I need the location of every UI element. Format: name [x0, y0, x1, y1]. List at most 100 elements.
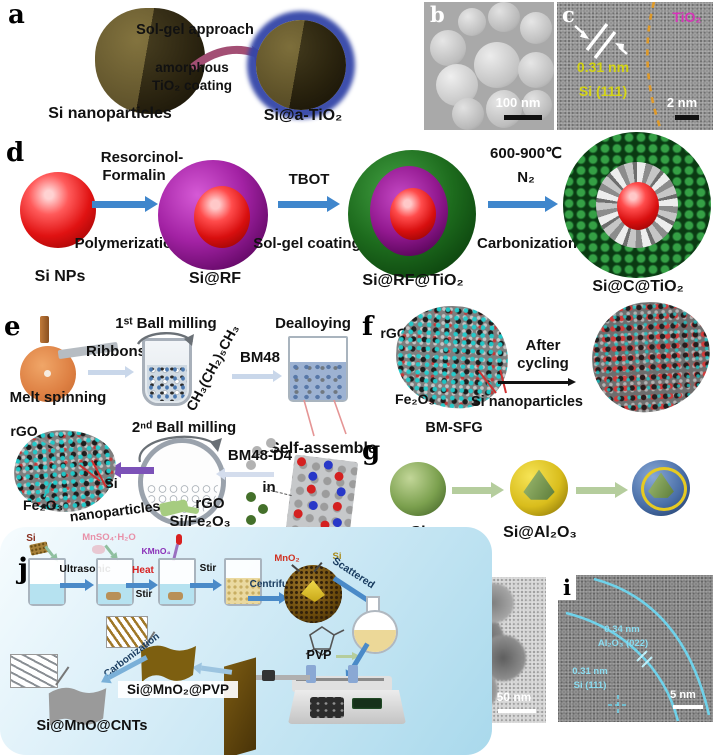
- panel-b-sem-image: b 100 nm: [424, 2, 554, 130]
- panel-c-scale-text: 2 nm: [666, 95, 698, 110]
- arrow-polymerization: [92, 196, 158, 212]
- cnt-fiber-inset: [10, 654, 58, 688]
- blue-particle: [336, 486, 347, 497]
- si-mno-cnts-sheet: [48, 687, 107, 726]
- si-mno-cnts-label: Si@MnO@CNTs: [36, 718, 148, 734]
- wheel-hub: [44, 370, 51, 377]
- plane1-text: Al₂O₃ (022): [597, 638, 649, 649]
- mill-contents: [147, 365, 187, 401]
- sem-sphere: [452, 98, 484, 130]
- panel-a-reactant-label: Si nanoparticles: [48, 105, 172, 122]
- spacing2-text: 0.31 nm: [572, 666, 608, 677]
- ball-mill-jar: [142, 338, 192, 406]
- sem-sphere: [518, 52, 554, 88]
- panel-c-tem-image: c 0.31 nm Si (111) TiO₂ 2 nm: [557, 2, 713, 130]
- green-particle: [246, 492, 256, 502]
- panel-b-label: b: [430, 2, 445, 27]
- stir-label-a: Stir: [135, 589, 153, 600]
- self-assemble-label: Self-assemble: [269, 440, 377, 457]
- panel-c-coating-text: TiO₂: [672, 9, 702, 25]
- si-rf-sphere: [158, 160, 268, 270]
- si-mno2-pvp-label: Si@MnO₂@PVP: [118, 681, 238, 699]
- rgo-flake-label: rGO: [195, 495, 225, 512]
- panel-d-step3-line1: 600-900℃: [490, 145, 562, 162]
- j-si-core-label: Si: [332, 551, 342, 562]
- panel-a-label: a: [8, 0, 25, 30]
- pvp-fiber-inset: [106, 616, 148, 648]
- panel-d-step3-line2: N₂: [517, 169, 535, 186]
- si-core: [194, 186, 250, 248]
- arrow-ultrasonic: [60, 579, 94, 591]
- arrow-centrifugal: [248, 592, 288, 604]
- mill-rotation-arrow: [136, 332, 194, 346]
- panel-d-step3-below: Carbonization: [477, 235, 577, 252]
- panel-i-label: i: [558, 575, 576, 600]
- panel-d-intermediate2-label: Si@RF@TiO₂: [362, 272, 464, 289]
- si-sphere: [390, 462, 446, 516]
- pump-display: [352, 698, 382, 709]
- si-core: [390, 188, 436, 240]
- pvp-structure-icon: [305, 626, 345, 656]
- si-fe2o3-label: Si/Fe₂O₃: [169, 513, 231, 530]
- panel-c-scale-bar: [675, 115, 699, 120]
- red-particle: [293, 508, 304, 519]
- panel-c-spacing-text: 0.31 nm: [576, 59, 630, 75]
- panel-f-label: f: [362, 312, 374, 342]
- panel-b-scale-text: 100 nm: [495, 95, 541, 110]
- panel-d-step1-line1: Resorcinol-: [100, 149, 184, 166]
- blue-particle: [323, 460, 334, 471]
- pump-clamp: [348, 665, 358, 683]
- si-atio2-sphere: [256, 20, 346, 110]
- panel-d-step2-below: Sol-gel coating: [253, 235, 361, 252]
- panel-c-plane-text: Si (111): [578, 83, 628, 99]
- red-particle: [333, 471, 345, 482]
- syringe-holder: [262, 670, 275, 681]
- panel-e-rgo-label: rGO: [10, 423, 38, 439]
- panel-d-reactant-label: Si NPs: [34, 268, 86, 285]
- arrow-after-cycling: [498, 378, 576, 386]
- panel-c-label: c: [562, 2, 575, 27]
- ultrasonic-label: Ultrasonic: [59, 563, 111, 575]
- bm-sfg-label: BM-SFG: [425, 420, 483, 436]
- pump-base: [288, 690, 406, 724]
- plane2-text: Si (111): [573, 680, 607, 691]
- panel-d-step2-above: TBOT: [288, 171, 330, 188]
- mill2-rotation-arrow: [138, 435, 222, 463]
- gray-particle: [252, 446, 262, 456]
- arrow-ribbons: [88, 366, 134, 378]
- panel-e-si-label: Si: [104, 475, 118, 491]
- pump-clamp: [306, 665, 316, 683]
- panel-g-label: g: [362, 436, 381, 466]
- dropper-bulb-icon: [176, 534, 182, 545]
- si-rf-tio2-sphere: [348, 150, 476, 278]
- arrow-bm48: [232, 370, 282, 382]
- syringe-icon: [256, 675, 310, 680]
- mno2-label: MnO₂: [274, 553, 300, 564]
- panel-d-label: d: [6, 138, 25, 168]
- dealloying-beaker: [288, 336, 348, 402]
- in-label: in: [262, 479, 276, 496]
- bm48-label: BM48: [239, 349, 280, 366]
- panel-d-step1-line2: Formalin: [102, 167, 166, 184]
- arrow-heat-stir: [126, 579, 158, 591]
- beaker-to-plate-lines: [303, 399, 347, 437]
- si-mno2-pvp-sheet: [141, 645, 196, 682]
- cycled-composite: [589, 298, 713, 416]
- j-si-feed-label: Si: [26, 533, 36, 544]
- panel-f-si-nanoparticles-label: Si nanoparticles: [470, 394, 583, 410]
- panel-h-scale-bar: [498, 709, 536, 713]
- al2o3-ring: [641, 467, 687, 511]
- spacing1-text: 0.34 nm: [604, 624, 640, 635]
- melt-spinning-label: Melt spinning: [9, 389, 107, 406]
- sem-sphere: [488, 2, 520, 32]
- panel-j-label: j: [18, 552, 29, 585]
- si-sediment: [168, 592, 183, 600]
- gray-particle: [246, 460, 256, 470]
- kmno4-label: KMnO₄: [141, 546, 171, 556]
- gray-particle: [266, 438, 276, 448]
- self-assemble-plate: [285, 454, 359, 538]
- sem-sphere: [520, 12, 552, 44]
- mno2-sphere: [284, 565, 342, 623]
- j-beaker-1: [28, 558, 66, 606]
